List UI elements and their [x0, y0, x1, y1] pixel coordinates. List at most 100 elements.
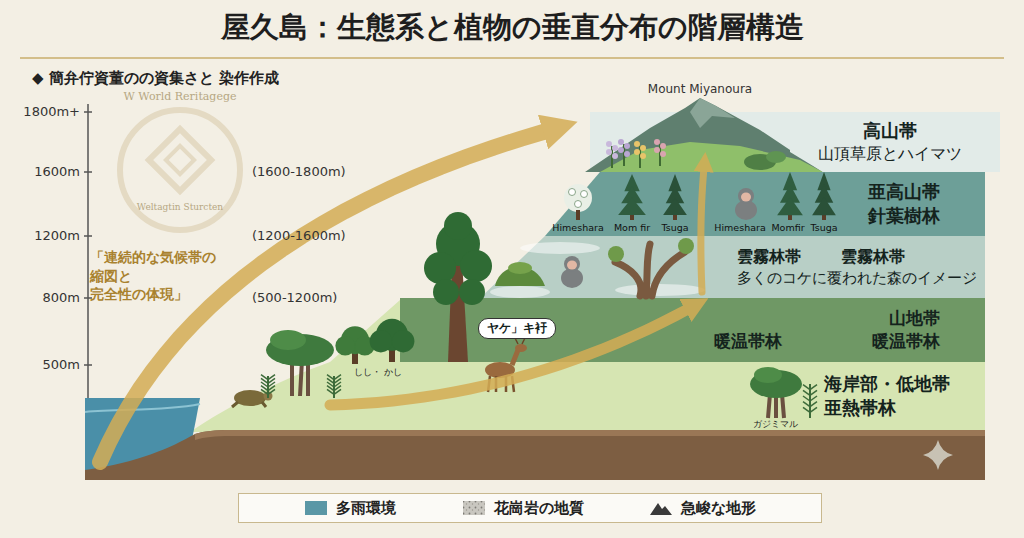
legend-item: 花崗岩の地質 [462, 499, 584, 518]
alpine-flower [618, 139, 624, 145]
legend-box: 多雨環境花崗岩の地質急峻な地形 [238, 493, 822, 523]
zone-label: 山地帯 [889, 308, 940, 329]
fern [327, 382, 334, 387]
banyan-tree [292, 360, 308, 396]
fog [490, 286, 550, 298]
fir-tree [618, 198, 646, 215]
tsuga-tree [822, 212, 826, 220]
label-holder: Tsuga [661, 222, 688, 235]
macaque [741, 193, 751, 202]
label-holder: (1600-1800m) [252, 163, 346, 181]
fern [810, 402, 817, 407]
macaque [735, 200, 757, 220]
legend-text: 急峻な地形 [681, 499, 756, 518]
legend-granite-sample [462, 500, 486, 516]
plant-name: Mom fir [614, 222, 650, 235]
label-holder: W World Reritagege [124, 90, 237, 105]
mountain-name: Mount Miyanoura [648, 81, 752, 97]
alpine-flower [654, 147, 660, 153]
range-label: (500-1200m) [252, 289, 337, 307]
range-label: (1600-1800m) [252, 163, 346, 181]
legend-granite-sample [463, 501, 485, 515]
coastal-band: 海岸部・低地帯亜熱帯林 [330, 362, 985, 430]
watermark: W World Reritagege [124, 90, 237, 105]
label-holder: Tsuga [810, 222, 837, 235]
cedar-tree [460, 250, 492, 282]
text-row: 亜熱帯林 [824, 397, 896, 420]
legend-terrain-icon [650, 503, 672, 515]
tsuga-tree [663, 198, 687, 215]
page-title: 屋久島：生態系と植物の垂直分布の階層構造 [221, 8, 804, 48]
plant-name: Himeshara [714, 222, 765, 235]
label-holder: Himeshara [552, 222, 603, 235]
turtle [264, 392, 273, 401]
broadleaf-tree [341, 326, 369, 354]
fern [334, 386, 341, 391]
cedar-tree [459, 279, 485, 305]
alpine-flower [623, 144, 625, 166]
label-holder: ガジミマル [753, 418, 798, 430]
cloud-forest-band: 雲霧林帯雲霧林帯多くのコケに覆われた森のイメージ [480, 236, 985, 298]
label-holder: Mom fir [614, 222, 650, 235]
fir-tree [783, 172, 797, 190]
band-fill [790, 112, 990, 172]
himeshara-tree [575, 201, 582, 208]
fern [810, 385, 817, 390]
plant-name: しし・ かし [354, 366, 402, 378]
sparkle [923, 440, 953, 470]
fir-tree [630, 212, 634, 220]
zone-label: 多くのコケに覆われた森のイメージ [737, 269, 977, 288]
fern [267, 376, 269, 398]
deer [488, 376, 514, 392]
fern [261, 382, 268, 387]
zone-label: 針葉樹林 [868, 205, 940, 228]
himeshara-tree [581, 191, 588, 198]
fern [810, 407, 817, 412]
label-holder: (500-1200m) [252, 289, 337, 307]
himeshara-tree [576, 210, 580, 220]
macaque [567, 261, 577, 270]
fern [261, 378, 268, 383]
deer [514, 336, 526, 344]
banyan-tree [270, 330, 306, 350]
zone-label: 暖温帯林 [872, 331, 940, 352]
fern [334, 375, 341, 380]
fern [327, 389, 334, 394]
alpine-flower [640, 153, 646, 159]
text-stack: 山地帯暖温帯林暖温帯林 [714, 308, 940, 353]
band-shape [330, 362, 985, 430]
zone-label: 雲霧林帯 [841, 247, 905, 267]
banyan-tree [754, 367, 782, 383]
fern [268, 389, 275, 394]
text-stack: 雲霧林帯雲霧林帯多くのコケに覆われた森のイメージ [737, 247, 977, 288]
text-row: ヤケ」キ衧 [487, 321, 547, 336]
fern [261, 386, 268, 391]
title-bar: 屋久島：生態系と植物の垂直分布の階層構造 [0, 0, 1024, 56]
turtle [232, 402, 266, 407]
alpine-flower [634, 149, 640, 155]
alpine-flower [654, 139, 660, 145]
legend-item: 急峻な地形 [649, 499, 756, 518]
label-holder: Momfir [771, 222, 804, 235]
callout-box: ヤケ」キ衧 [478, 318, 556, 339]
zone-label: 暖温帯林 [714, 331, 782, 352]
macaque [738, 188, 754, 204]
text-row: 海岸部・低地帯 [824, 373, 950, 396]
cedar-tree [448, 260, 468, 362]
fir-tree [621, 186, 643, 203]
twisted-tree [615, 244, 685, 296]
fern [803, 390, 810, 395]
label-holder: Mount Miyanoura [648, 81, 752, 97]
text-row: 雲霧林帯雲霧林帯 [737, 247, 905, 267]
montane-band: 山地帯暖温帯林暖温帯林ヤケ」キ衧 [400, 298, 985, 362]
fern [261, 375, 268, 380]
fern [334, 378, 341, 383]
plant-name: Momfir [771, 222, 804, 235]
fir-tree [777, 197, 803, 215]
fern [803, 402, 810, 407]
text-stack: 亜高山帯針葉樹林 [868, 181, 940, 228]
label-holder: (1200-1600m) [252, 227, 346, 245]
band-fill [330, 362, 985, 430]
fern [333, 376, 335, 398]
broadleaf-tree [352, 347, 358, 364]
